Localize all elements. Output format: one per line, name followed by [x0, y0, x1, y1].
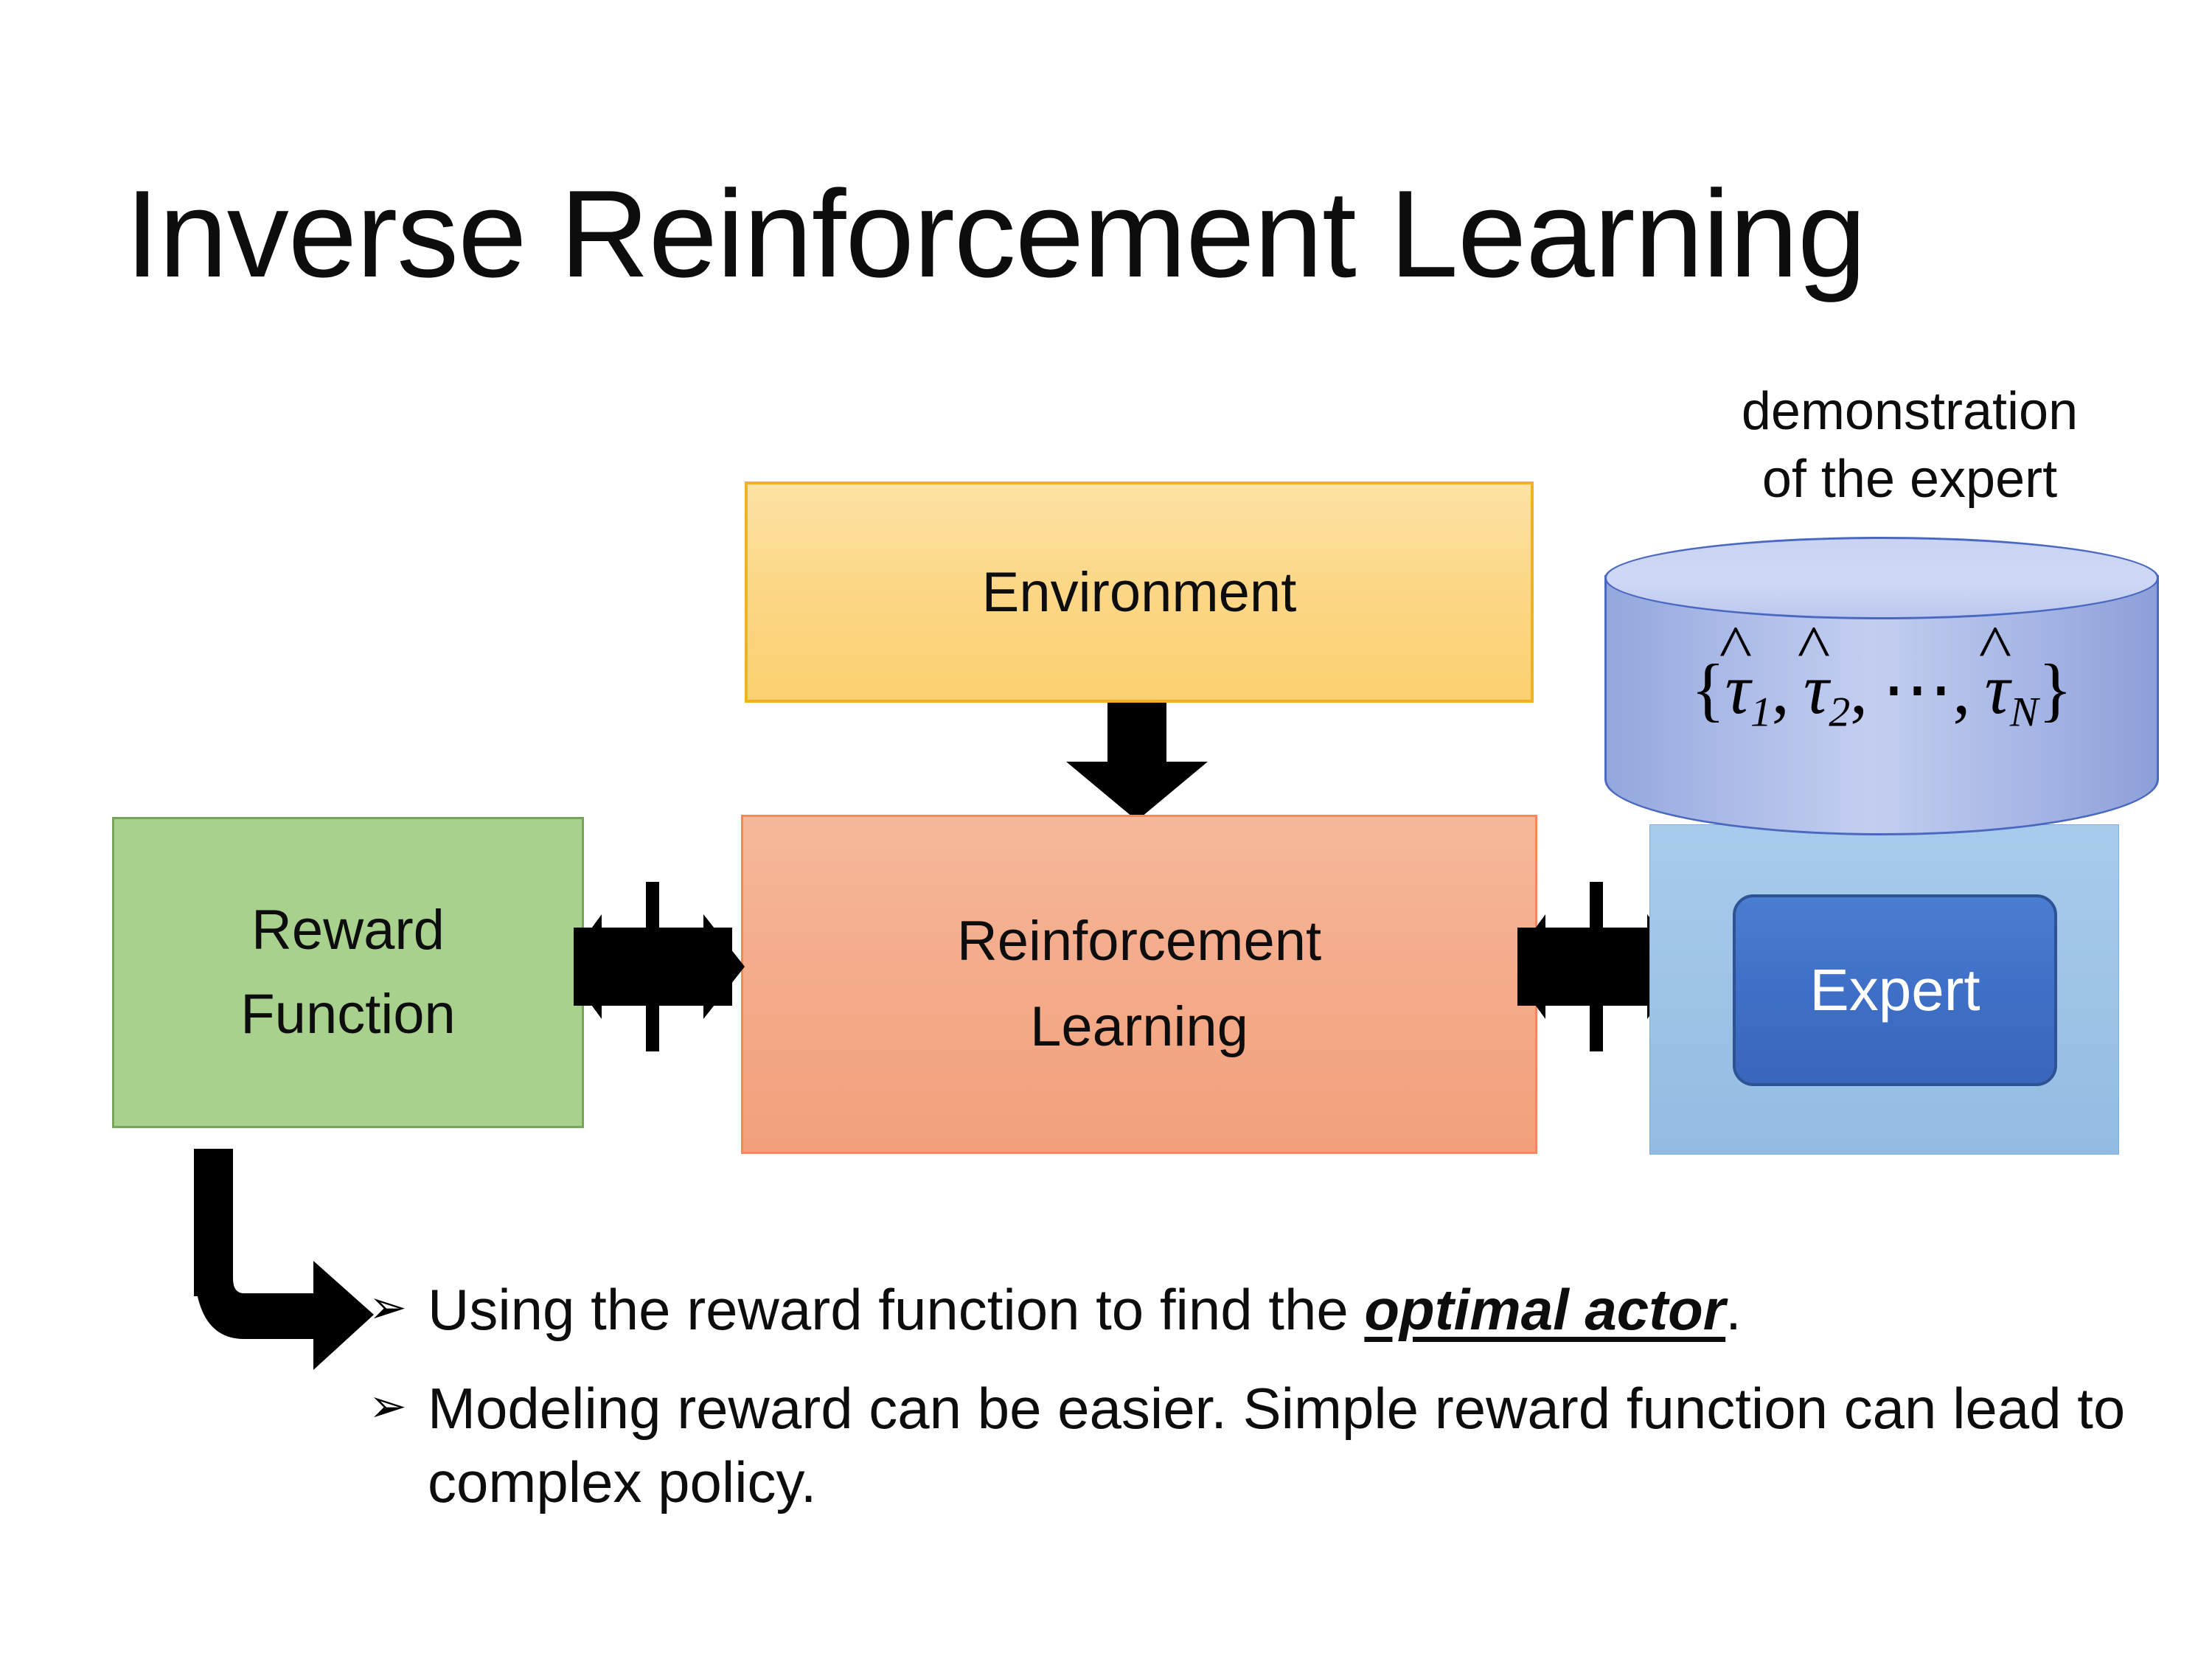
bullet-arrow-icon: ➢: [369, 1380, 407, 1432]
tau-hat-2: τ: [1804, 648, 1829, 730]
demonstration-cylinder[interactable]: {τ1, τ2, ⋯, τN}: [1604, 537, 2159, 835]
bullet-1-emphasis: optimal actor: [1364, 1277, 1726, 1342]
environment-to-rl-arrow: [1066, 703, 1208, 821]
reward-to-bullets-elbow-arrow: [194, 1149, 374, 1370]
expert-label: Expert: [1809, 957, 1980, 1023]
expert-box[interactable]: Expert: [1733, 894, 2057, 1086]
bullet-1-suffix: .: [1725, 1277, 1742, 1342]
environment-box[interactable]: Environment: [745, 481, 1534, 703]
expert-demonstration-caption: demonstration of the expert: [1652, 378, 2168, 513]
tau-sub-2: 2: [1829, 689, 1851, 736]
tau-sub-n: N: [2009, 689, 2039, 736]
formula-comma-3: ,: [1952, 650, 1971, 728]
bullet-1-prefix: Using the reward function to find the: [428, 1277, 1365, 1342]
cylinder-top-ellipse: [1604, 537, 2159, 619]
tau-glyph-1: τ: [1725, 650, 1750, 728]
reward-label-line2: Function: [240, 983, 456, 1046]
tau-hat-1: τ: [1725, 648, 1750, 730]
environment-label: Environment: [981, 560, 1297, 624]
bullet-text-1: Using the reward function to find the op…: [428, 1273, 2138, 1347]
bullet-text-2: Modeling reward can be easier. Simple re…: [428, 1372, 2138, 1520]
bullet-2-prefix: Modeling reward can be easier. Simple re…: [428, 1375, 2126, 1514]
trajectory-set-formula: {τ1, τ2, ⋯, τN}: [1604, 647, 2159, 736]
bullet-list: ➢ Using the reward function to find the …: [369, 1273, 2138, 1544]
tau-hat-n: τ: [1985, 648, 2010, 730]
tau-glyph-n: τ: [1984, 650, 2010, 728]
formula-comma-2: ,: [1850, 650, 1868, 728]
formula-ellipsis: ⋯: [1882, 650, 1953, 728]
demo-caption-line2: of the expert: [1761, 450, 2058, 509]
tau-sub-1: 1: [1750, 689, 1772, 736]
reward-label-wrap: Reward Function: [240, 888, 456, 1057]
rl-label-line2: Learning: [1030, 995, 1248, 1058]
demo-caption-line1: demonstration: [1741, 382, 2079, 441]
reinforcement-learning-box[interactable]: Reinforcement Learning: [741, 815, 1537, 1154]
reward-label-line1: Reward: [251, 899, 445, 961]
page-title: Inverse Reinforcement Learning: [125, 164, 1867, 303]
formula-comma-1: ,: [1771, 650, 1790, 728]
rl-label-wrap: Reinforcement Learning: [957, 899, 1321, 1069]
reward-function-box[interactable]: Reward Function: [112, 817, 584, 1128]
list-item: ➢ Modeling reward can be easier. Simple …: [369, 1372, 2138, 1520]
bullet-arrow-icon: ➢: [369, 1282, 407, 1333]
reward-to-rl-quad-arrow: [574, 882, 745, 1051]
tau-glyph-2: τ: [1804, 650, 1829, 728]
list-item: ➢ Using the reward function to find the …: [369, 1273, 2138, 1347]
rl-label-line1: Reinforcement: [956, 910, 1322, 973]
formula-close-brace: }: [2038, 650, 2073, 728]
